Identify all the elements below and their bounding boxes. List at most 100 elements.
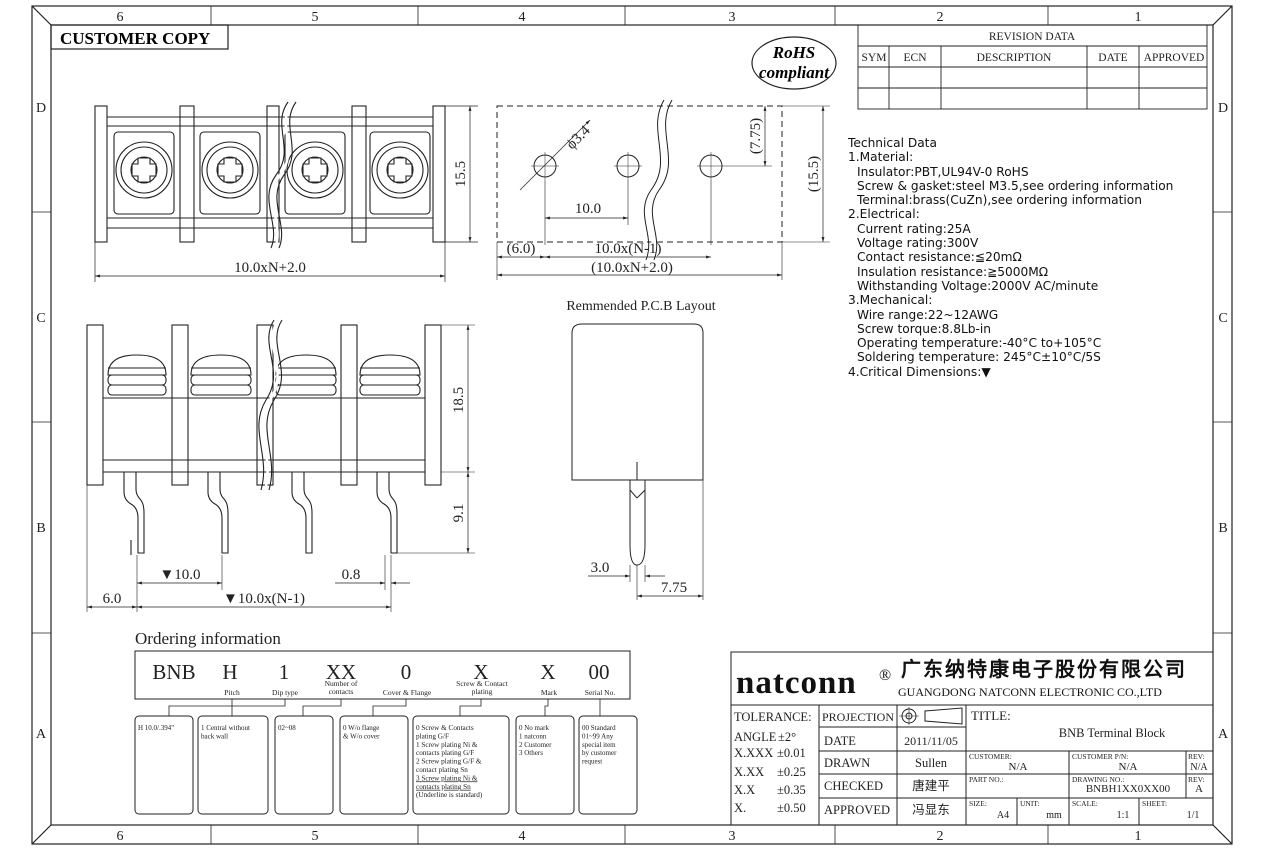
sheet-value: 1/1 (1187, 810, 1200, 821)
title-block (730, 651, 1214, 826)
order-label-mark: Mark (541, 688, 557, 697)
zone-bottom-4: 4 (519, 829, 526, 844)
order-option-line: 0 Screw & Contacts (416, 724, 474, 732)
tech-line: 3.Mechanical: (848, 293, 933, 308)
front-dim-height: 18.5 (451, 387, 467, 413)
zone-right-d: D (1218, 101, 1228, 116)
order-option-line: 2 Screw plating G/F & (416, 758, 482, 766)
tol-xx-val: ±0.35 (777, 783, 806, 797)
tol-angle-val: ±2° (778, 730, 796, 744)
title-value: BNB Terminal Block (1059, 726, 1166, 740)
tol-xxx-val: ±0.25 (777, 765, 806, 779)
front-view (86, 319, 475, 612)
rev-label-2: REV: (1188, 775, 1205, 784)
customer-pn-value: N/A (1119, 761, 1138, 773)
checked-value: 唐建平 (912, 778, 950, 793)
sheet-label: SHEET: (1142, 799, 1167, 808)
zone-right-b: B (1218, 521, 1227, 536)
pcb-layout-view (571, 323, 704, 600)
front-dim-pin-width: 0.8 (342, 567, 361, 583)
revision-col-approved: APPROVED (1144, 52, 1205, 64)
tolerance-label: TOLERANCE: (734, 710, 812, 724)
pcb-hole-view (496, 99, 830, 280)
approved-label: APPROVED (824, 803, 890, 817)
order-option-line: contacts plating Sn (416, 783, 471, 791)
order-label-pitch: Pitch (224, 688, 240, 697)
pcb-dim-edge: (6.0) (507, 241, 536, 257)
tol-xxxx-val: ±0.01 (777, 746, 806, 760)
partno-label: PART NO.: (969, 775, 1004, 784)
screw-top-3 (284, 131, 346, 215)
tech-line: Wire range:22~12AWG (857, 307, 999, 322)
order-code-mark: X (540, 660, 555, 684)
order-code-cover: 0 (401, 660, 412, 684)
front-dim-pin-len: 9.1 (451, 504, 467, 523)
tech-line: 1.Material: (848, 150, 914, 165)
revision-col-ecn: ECN (904, 52, 928, 64)
rev-value-2: A (1195, 783, 1203, 795)
zone-bottom-5: 5 (312, 829, 319, 844)
ordering-option-boxes (134, 715, 638, 815)
tol-xxxx-key: X.XXX (734, 746, 773, 760)
pcb-layout-dim-offset: 7.75 (661, 580, 687, 596)
tech-line: Terminal:brass(CuZn),see ordering inform… (857, 193, 1142, 208)
ordering-code-box (134, 650, 631, 700)
zone-bottom-6: 6 (117, 829, 124, 844)
zone-left-a: A (36, 727, 47, 742)
pcb-dim-hole: ϕ3.4 (564, 122, 595, 153)
pcb-dim-total: (10.0xN+2.0) (591, 260, 673, 276)
tech-line: 2.Electrical: (848, 207, 920, 222)
rohs-badge: RoHS compliant (751, 36, 837, 90)
order-option-line: 00 Standard (582, 724, 616, 732)
screw-top-1 (113, 131, 175, 215)
top-view (94, 101, 478, 282)
tech-line: Voltage rating:300V (857, 236, 979, 251)
screw-side-2 (190, 354, 252, 554)
order-option-line: 2 Customer (519, 741, 552, 749)
tech-line: Current rating:25A (857, 221, 971, 236)
date-value: 2011/11/05 (904, 734, 958, 748)
pcb-dim-half: (7.75) (748, 118, 764, 154)
order-option-line: H 10.0/.394" (138, 724, 174, 732)
checked-label: CHECKED (824, 779, 883, 793)
order-option-line: 1 natconn (519, 732, 547, 740)
rohs-line2: compliant (759, 63, 830, 82)
front-dim-span: ▼10.0x(N-1) (223, 591, 305, 607)
revision-col-description: DESCRIPTION (977, 52, 1052, 64)
order-code-contacts: XX (326, 660, 356, 684)
tech-line: Withstanding Voltage:2000V AC/minute (857, 278, 1099, 293)
company-header: natconn ® 广东纳特康电子股份有限公司 GUANGDONG NATCON… (736, 657, 1185, 701)
tol-x-val: ±0.50 (777, 801, 806, 815)
tech-line: Soldering temperature: 245°C±10°C/5S (857, 350, 1101, 365)
tol-angle-key: ANGLE (734, 730, 777, 744)
screw-top-2 (199, 131, 261, 215)
zone-bottom-3: 3 (729, 829, 736, 844)
order-option-line: & W/o cover (343, 732, 380, 740)
scale-value: 1:1 (1117, 810, 1130, 821)
revision-col-date: DATE (1098, 52, 1127, 64)
order-option-line: 1 Screw plating Ni & (416, 741, 478, 749)
drawing-no-value: BNBH1XX0XX00 (1086, 783, 1171, 795)
tech-line: Screw torque:8.8Lb-in (857, 321, 992, 336)
drawn-value: Sullen (915, 756, 948, 770)
order-option-line: plating G/F (416, 732, 449, 740)
screw-side-4 (359, 354, 421, 554)
zone-right-c: C (1218, 311, 1227, 326)
zone-top-2: 2 (937, 10, 944, 25)
screw-top-4 (369, 131, 431, 215)
order-code-pitch: H (222, 660, 237, 684)
front-dim-edge: 6.0 (103, 591, 122, 607)
tech-line: Contact resistance:≦20mΩ (857, 250, 1022, 265)
ordering-leaders (168, 699, 601, 716)
screw-side-3 (275, 354, 337, 554)
zone-top-6: 6 (117, 10, 124, 25)
order-option-line: request (582, 758, 602, 766)
order-option-line: contact plating Sn (416, 766, 468, 774)
pcb-dim-height: (15.5) (806, 156, 822, 192)
order-option-line: 02~08 (278, 724, 296, 732)
tech-line: Operating temperature:-40°C to+105°C (857, 336, 1102, 351)
tech-line: Insulation resistance:≧5000MΩ (857, 264, 1049, 279)
tol-x-key: X. (734, 801, 746, 815)
top-dim-width: 10.0xN+2.0 (234, 260, 306, 276)
order-label-cover: Cover & Flange (383, 688, 432, 697)
